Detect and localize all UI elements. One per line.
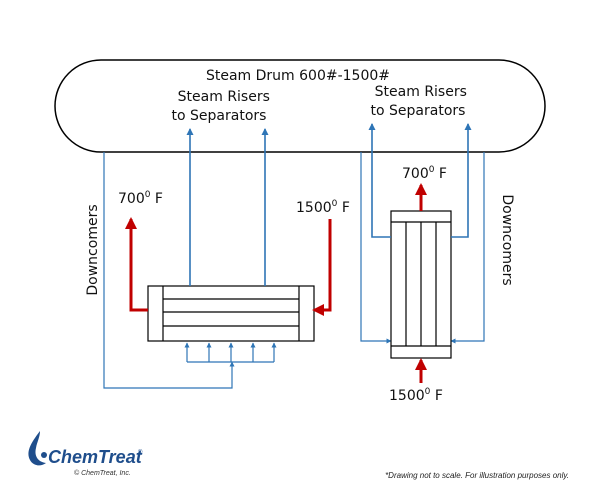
droplet-icon <box>28 431 46 466</box>
downcomer-left <box>103 152 277 389</box>
vertical-heat-exchanger <box>390 210 452 359</box>
downcomers-right-label: Downcomers <box>499 194 515 285</box>
steam-drum-label: Steam Drum 600#-1500# <box>206 68 390 84</box>
steam-risers-right-label: Steam Risers to Separators <box>371 84 472 119</box>
downcomer-right <box>360 152 485 344</box>
temp-left-out: 7000 F <box>118 190 163 207</box>
logo-trademark: ® <box>138 449 143 456</box>
steam-risers-left <box>186 128 269 286</box>
logo-copyright: © ChemTreat, Inc. <box>74 469 131 477</box>
logo-name: ChemTreat <box>48 447 143 467</box>
gas-flow-left <box>125 217 332 316</box>
temp-right-in: 15000 F <box>389 387 443 404</box>
temp-right-out: 7000 F <box>402 165 447 182</box>
downcomers-left-label: Downcomers <box>85 204 101 295</box>
steam-risers-right <box>368 123 472 238</box>
horizontal-heat-exchanger <box>147 285 315 342</box>
temp-left-in: 15000 F <box>296 199 350 216</box>
steam-risers-left-label: Steam Risers to Separators <box>172 89 275 124</box>
steam-drum <box>54 59 546 153</box>
footnote: *Drawing not to scale. For illustration … <box>385 471 569 480</box>
chemtreat-logo: ChemTreat ® © ChemTreat, Inc. <box>28 431 143 477</box>
